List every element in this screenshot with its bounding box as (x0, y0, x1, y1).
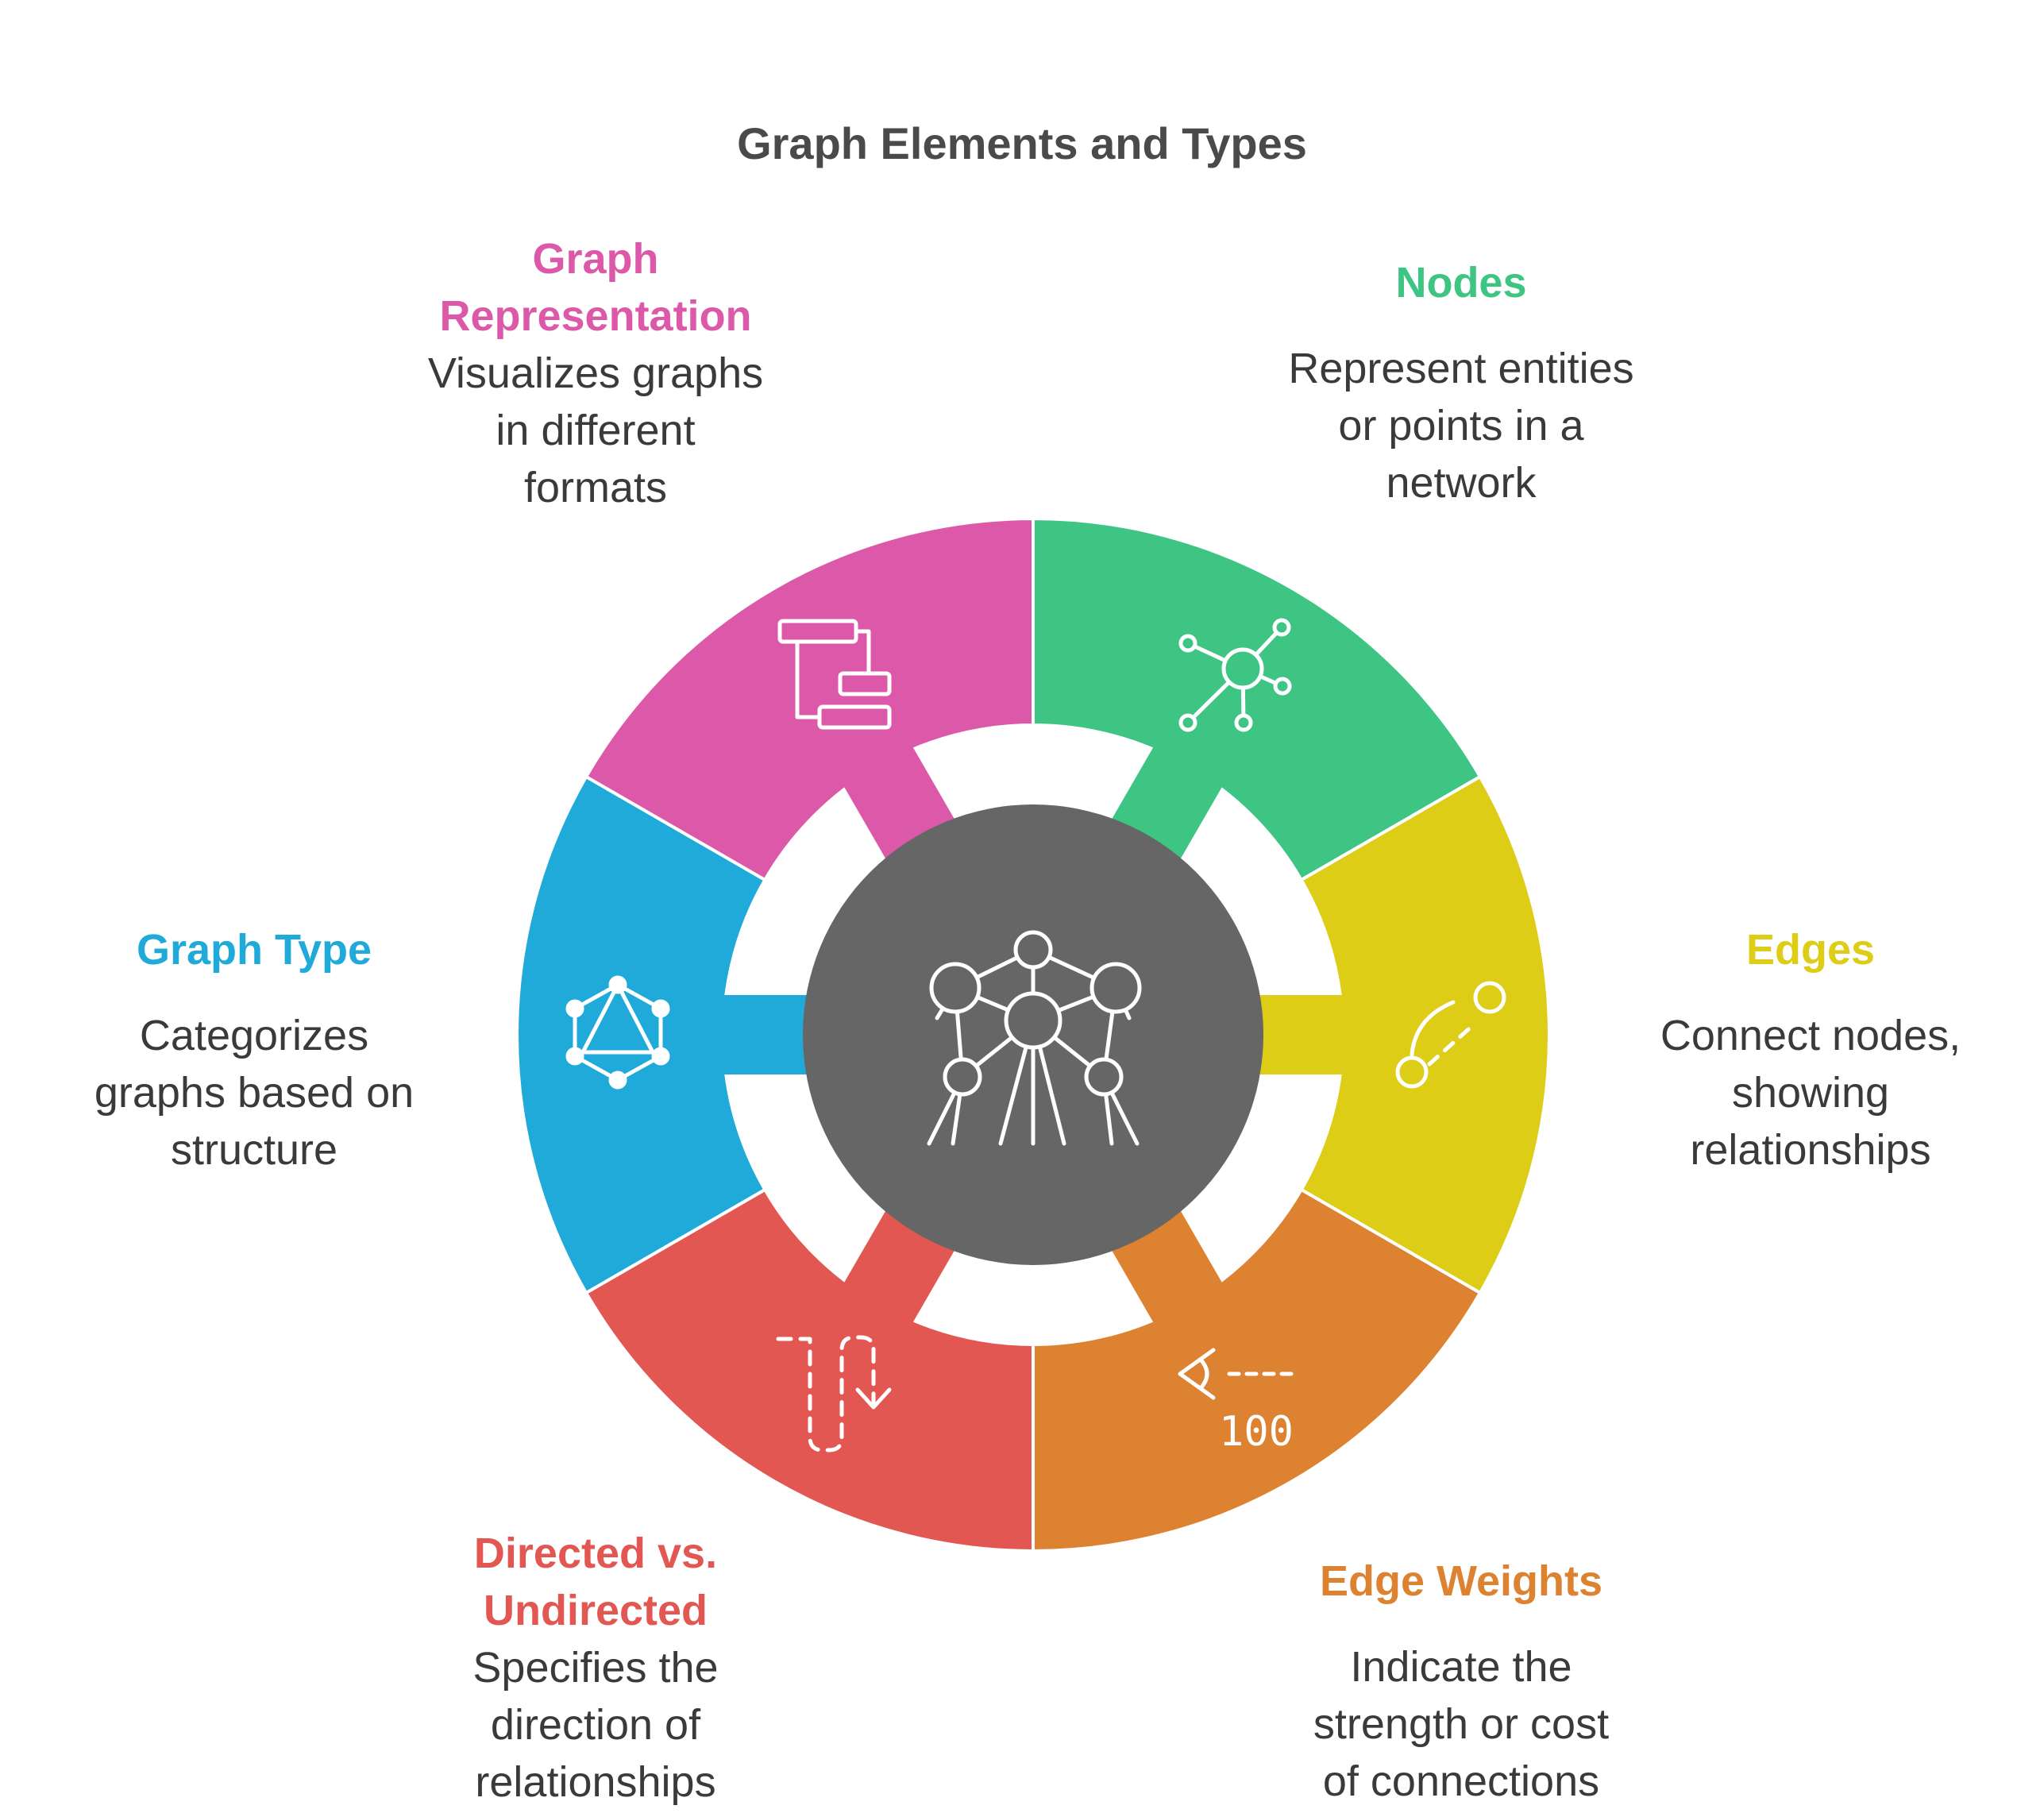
ring-segment-edges (1298, 774, 1551, 1295)
label-graph-type: Graph Type Categorizes graphs based on s… (48, 921, 461, 1179)
hub-nodes-icon (1178, 618, 1292, 732)
label-nodes-desc-1: Represent entities (1288, 345, 1634, 392)
label-edge-weights-heading: Edge Weights (1319, 1557, 1603, 1605)
label-edge-weights-desc-3: of connections (1322, 1757, 1600, 1805)
label-representation-heading-2: Representation (439, 292, 752, 340)
label-directed-desc-1: Specifies the (472, 1644, 719, 1692)
label-edges: Edges Connect nodes, showing relationshi… (1612, 921, 2009, 1179)
ring-segment-edge-weights (1032, 1187, 1483, 1553)
label-graph-type-desc-1: Categorizes (139, 1012, 369, 1059)
label-graph-type-heading: Graph Type (136, 926, 372, 974)
label-edge-weights-desc-1: Indicate the (1350, 1643, 1572, 1691)
label-representation: Graph Representation Visualizes graphs i… (365, 230, 826, 516)
label-edge-weights: Edge Weights Indicate the strength or co… (1223, 1553, 1699, 1810)
label-representation-heading-1: Graph (532, 235, 659, 283)
label-directed: Directed vs. Undirected Specifies the di… (373, 1525, 818, 1811)
label-graph-type-desc-3: structure (170, 1126, 338, 1174)
ring-segment-representation (584, 516, 1035, 882)
ring-segment-directed (584, 1187, 1035, 1553)
ring-segment-graph-type (515, 774, 768, 1295)
label-representation-desc-2: in different (496, 407, 696, 454)
label-directed-heading-1: Directed vs. (473, 1530, 718, 1577)
label-representation-desc-1: Visualizes graphs (427, 349, 764, 397)
label-edges-desc-1: Connect nodes, (1660, 1012, 1961, 1059)
ring-segment-nodes (1032, 516, 1483, 882)
label-graph-type-desc-2: graphs based on (94, 1069, 415, 1117)
label-edges-desc-2: showing (1731, 1069, 1890, 1117)
diagram-title: Graph Elements and Types (737, 118, 1307, 168)
edge-weight-value: 100 (1219, 1408, 1294, 1456)
label-nodes: Nodes Represent entities or points in a … (1215, 254, 1707, 511)
dashed-path-arrow-icon (776, 1335, 892, 1452)
ring-connector-edges (1248, 995, 1351, 1074)
label-edge-weights-desc-2: strength or cost (1313, 1700, 1610, 1748)
label-edges-heading: Edges (1745, 926, 1876, 974)
label-directed-heading-2: Undirected (483, 1587, 708, 1634)
curved-edge-icon (1395, 981, 1506, 1089)
label-directed-desc-3: relationships (475, 1758, 716, 1806)
graph-polygon-icon (565, 975, 670, 1090)
ring-connector-graph-type (715, 995, 819, 1074)
tree-structure-icon (777, 619, 892, 730)
label-nodes-desc-3: network (1386, 459, 1537, 507)
label-nodes-heading: Nodes (1395, 259, 1527, 307)
label-directed-desc-2: direction of (490, 1701, 701, 1749)
atomium-network-icon (927, 930, 1142, 1146)
label-representation-desc-3: formats (523, 464, 668, 511)
label-nodes-desc-2: or points in a (1338, 402, 1584, 449)
weighted-edge-icon: 100 (1178, 1348, 1295, 1456)
label-edges-desc-3: relationships (1690, 1126, 1931, 1174)
